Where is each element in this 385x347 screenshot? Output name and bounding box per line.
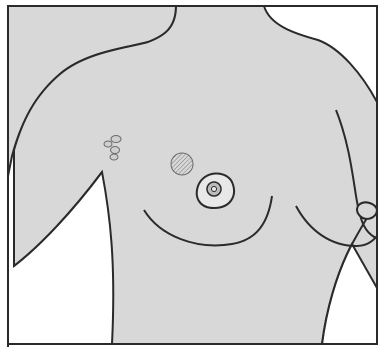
hatched-lesion (171, 153, 193, 175)
right-nipple (357, 202, 377, 218)
ring-lesion-center (212, 187, 217, 192)
